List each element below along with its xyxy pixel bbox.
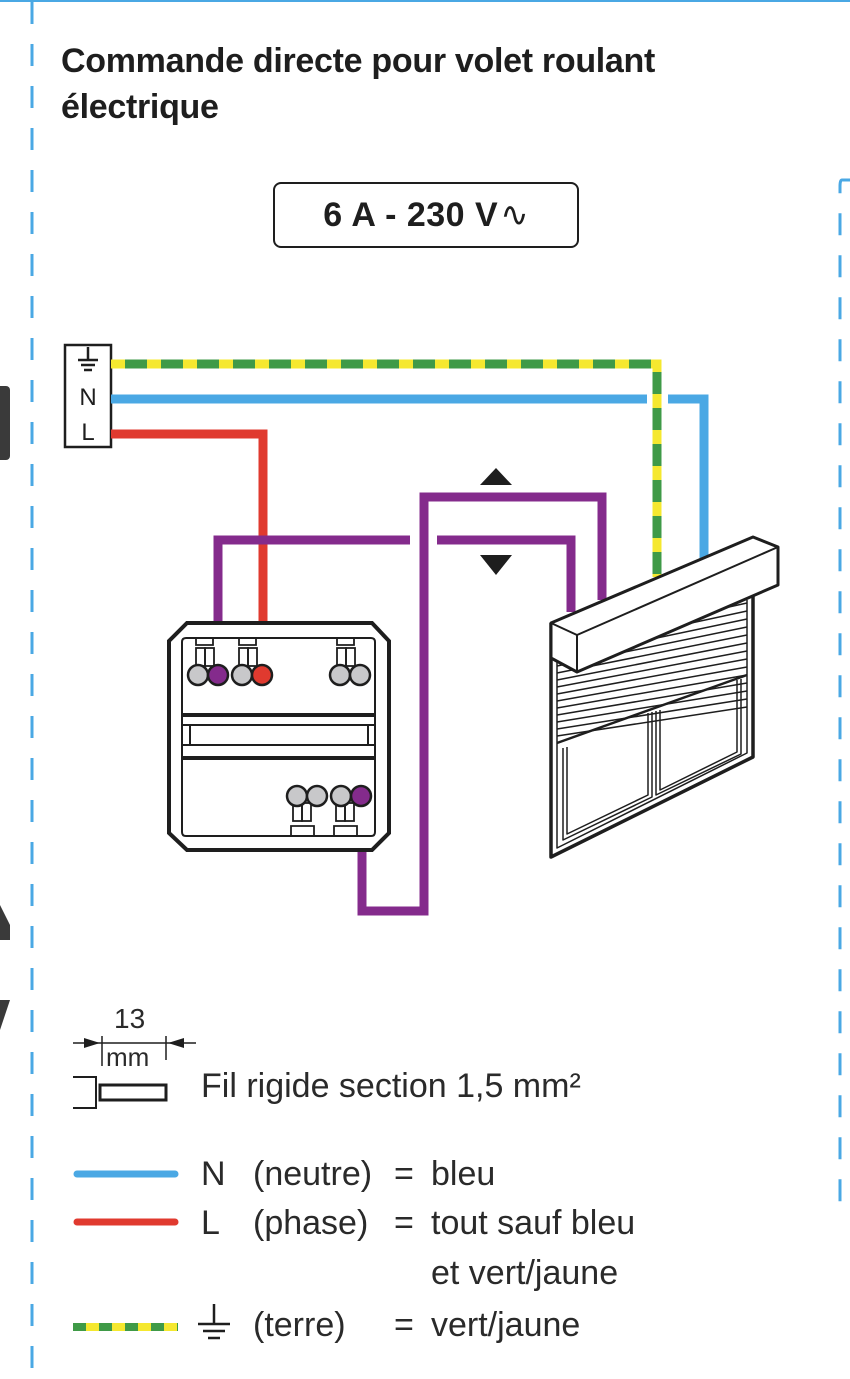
legend-earth-name: (terre) — [253, 1306, 346, 1344]
page-title: Commande directe pour volet roulant élec… — [61, 38, 781, 130]
strip-length-unit: mm — [106, 1042, 150, 1072]
terminal-screw-control — [349, 784, 373, 808]
supply-terminal-block: N L — [63, 343, 113, 449]
terminal-screw-control — [206, 663, 230, 687]
terminal-screw — [285, 784, 309, 808]
switch-mechanism — [167, 621, 391, 852]
strip-length-icon — [73, 1036, 196, 1109]
terminal-screw — [329, 784, 353, 808]
legend-phase-symbol: L — [201, 1204, 220, 1242]
neighbor-panel-shape — [0, 905, 10, 940]
right-frame-dash — [838, 178, 850, 1212]
phase-wire — [111, 429, 268, 675]
legend-neutral-equals: = — [394, 1155, 414, 1193]
legend-phase-value-2: et vert/jaune — [431, 1254, 619, 1292]
terminal-label-l: L — [81, 419, 94, 446]
top-border — [0, 0, 850, 2]
title-line-2: électrique — [61, 88, 219, 126]
terminal-label-n: N — [79, 384, 96, 411]
neighbor-panel-shape — [0, 386, 10, 460]
terminal-screw-phase — [250, 663, 274, 687]
earth-ground-icon — [78, 347, 98, 372]
ac-symbol-icon: ∿ — [500, 196, 529, 234]
up-triangle-icon — [480, 468, 512, 485]
title-line-1: Commande directe pour volet roulant — [61, 42, 656, 80]
legend-neutral-name: (neutre) — [253, 1155, 373, 1193]
legend-phase-name: (phase) — [253, 1204, 369, 1242]
strip-length-value: 13 — [114, 1003, 146, 1034]
rating-label: 6 A - 230 V — [323, 195, 499, 234]
neighbor-panel-shape — [0, 1000, 10, 1030]
neutral-wire — [111, 394, 709, 558]
terminal-screw — [348, 663, 372, 687]
terminal-screw — [305, 784, 329, 808]
legend-earth-equals: = — [394, 1306, 414, 1344]
earth-ground-icon — [198, 1304, 230, 1340]
legend-earth-value: vert/jaune — [431, 1306, 581, 1344]
roller-shutter-illustration — [549, 535, 780, 859]
terminal-screw — [230, 663, 254, 687]
wire-spec-text: Fil rigide section 1,5 mm² — [201, 1067, 581, 1105]
switch-terminals — [186, 663, 373, 808]
legend-phase-value: tout sauf bleu — [431, 1204, 636, 1242]
terminal-screw — [186, 663, 210, 687]
down-triangle-icon — [480, 555, 512, 575]
terminal-screw — [328, 663, 352, 687]
rating-box: 6 A - 230 V ∿ — [273, 182, 579, 248]
legend-neutral-value: bleu — [431, 1155, 496, 1193]
legend-phase-equals: = — [394, 1204, 414, 1242]
earth-wire — [111, 359, 662, 577]
legend-neutral-symbol: N — [201, 1155, 226, 1193]
